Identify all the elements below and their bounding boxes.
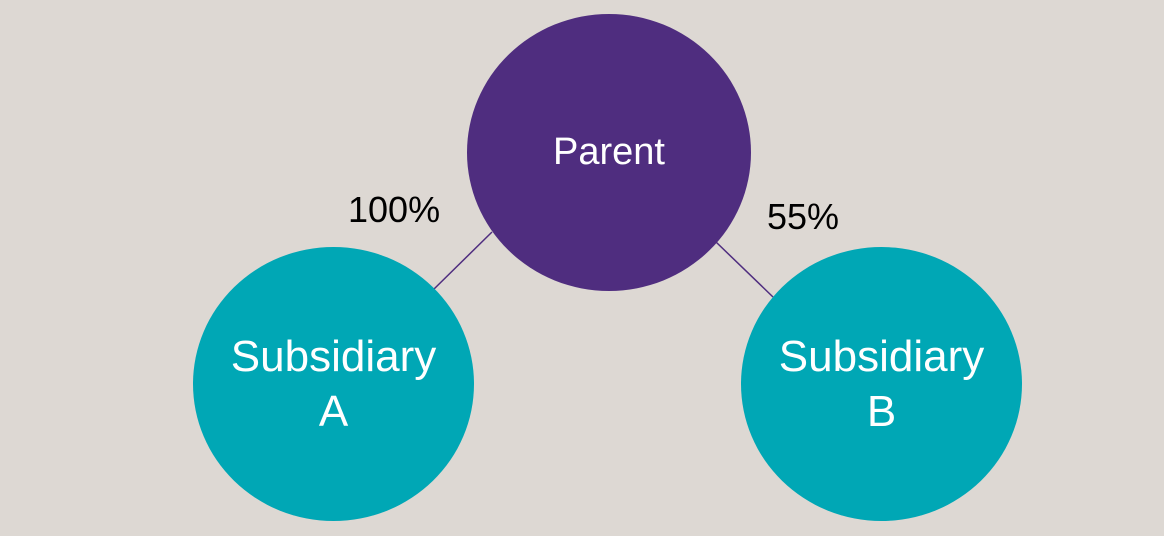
- connector-parent-subsidiary-a: [432, 231, 493, 291]
- subsidiary-b-node-label: Subsidiary B: [778, 332, 985, 436]
- subsidiary-a-node: Subsidiary A: [193, 247, 474, 521]
- subsidiary-a-node-label: Subsidiary A: [230, 332, 437, 436]
- ownership-percent-subsidiary-a: 100%: [348, 189, 441, 230]
- ownership-percent-subsidiary-b: 55%: [767, 196, 840, 237]
- subsidiary-b-node: Subsidiary B: [741, 247, 1022, 521]
- parent-node-label: Parent: [553, 130, 665, 173]
- connector-parent-subsidiary-b: [715, 241, 774, 298]
- parent-node: Parent: [467, 14, 751, 291]
